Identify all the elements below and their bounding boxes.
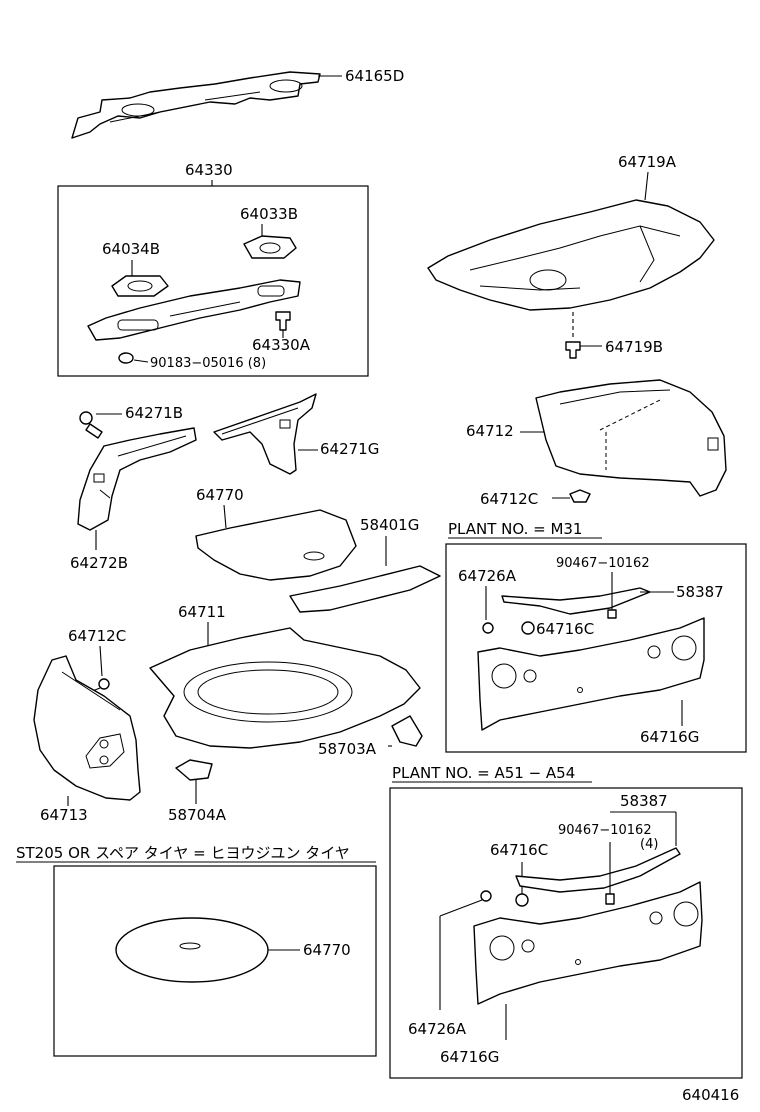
label-m31-64716g: 64716G <box>640 728 699 746</box>
part-64712 <box>535 379 727 497</box>
clip-64330a <box>275 311 291 338</box>
label-64713: 64713 <box>40 806 88 824</box>
part-58703a <box>388 715 423 747</box>
part-64033b <box>243 224 297 259</box>
label-m31-90467: 90467−10162 <box>556 556 650 571</box>
label-plant-m31: PLANT NO. = M31 <box>448 520 582 538</box>
part-a51-64716g-panel <box>473 881 703 1005</box>
part-m31-58387-rod <box>501 587 674 615</box>
label-64712c-2: 64712C <box>68 627 126 645</box>
label-90183: 90183−05016 (8) <box>150 356 266 371</box>
part-64711-floor <box>149 627 421 749</box>
label-64770-b: 64770 <box>303 941 351 959</box>
clip-64712c <box>552 489 591 503</box>
part-a51-58387-rod <box>515 847 681 893</box>
label-64719b: 64719B <box>605 338 663 356</box>
label-64165d: 64165D <box>345 67 404 85</box>
label-64330a: 64330A <box>252 336 311 354</box>
label-a51-qty: (4) <box>640 837 658 852</box>
part-58401g <box>289 565 441 613</box>
group-box-st205 <box>53 865 377 1057</box>
label-m31-64726a: 64726A <box>458 567 517 585</box>
label-64034b: 64034B <box>102 240 160 258</box>
label-64719a: 64719A <box>618 153 677 171</box>
label-a51-64726a: 64726A <box>408 1020 467 1038</box>
label-m31-64716c: 64716C <box>536 620 594 638</box>
note-st205: ST205 OR スペア タイヤ = ヒヨウジユン タイヤ <box>16 844 350 862</box>
part-64330-panel <box>87 279 301 341</box>
label-64770-a: 64770 <box>196 486 244 504</box>
clip-64719b <box>565 341 602 359</box>
drawing-number: 640416 <box>682 1086 739 1104</box>
label-a51-58387: 58387 <box>620 792 668 810</box>
clip-64271b <box>79 411 122 439</box>
part-58704a <box>175 759 213 804</box>
group-box-plant-a51 <box>389 787 743 1079</box>
label-64330: 64330 <box>185 161 233 179</box>
clip-90183 <box>118 352 149 364</box>
label-plant-a51: PLANT NO. = A51 − A54 <box>392 764 575 782</box>
label-64712: 64712 <box>466 422 514 440</box>
label-64271b: 64271B <box>125 404 183 422</box>
label-m31-58387: 58387 <box>676 583 724 601</box>
part-64034b <box>111 260 169 297</box>
part-64271g <box>213 393 317 475</box>
label-58401g: 58401G <box>360 516 419 534</box>
label-64272b: 64272B <box>70 554 128 572</box>
part-64713 <box>33 655 141 801</box>
label-64712c: 64712C <box>480 490 538 508</box>
part-64165d <box>71 71 342 139</box>
part-64770-mat <box>195 509 357 581</box>
label-58703a: 58703A <box>318 740 377 758</box>
part-m31-64716g-panel <box>477 617 705 731</box>
part-64770-spare-mat <box>115 917 300 983</box>
group-box-64330 <box>57 185 369 377</box>
label-a51-64716g: 64716G <box>440 1048 499 1066</box>
label-64271g: 64271G <box>320 440 379 458</box>
label-64033b: 64033B <box>240 205 298 223</box>
label-58704a: 58704A <box>168 806 227 824</box>
label-a51-90467: 90467−10162 <box>558 823 652 838</box>
part-64719a <box>427 199 715 311</box>
label-64711: 64711 <box>178 603 226 621</box>
label-a51-64716c: 64716C <box>490 841 548 859</box>
group-box-plant-m31 <box>445 543 747 753</box>
part-64272b <box>77 427 197 531</box>
